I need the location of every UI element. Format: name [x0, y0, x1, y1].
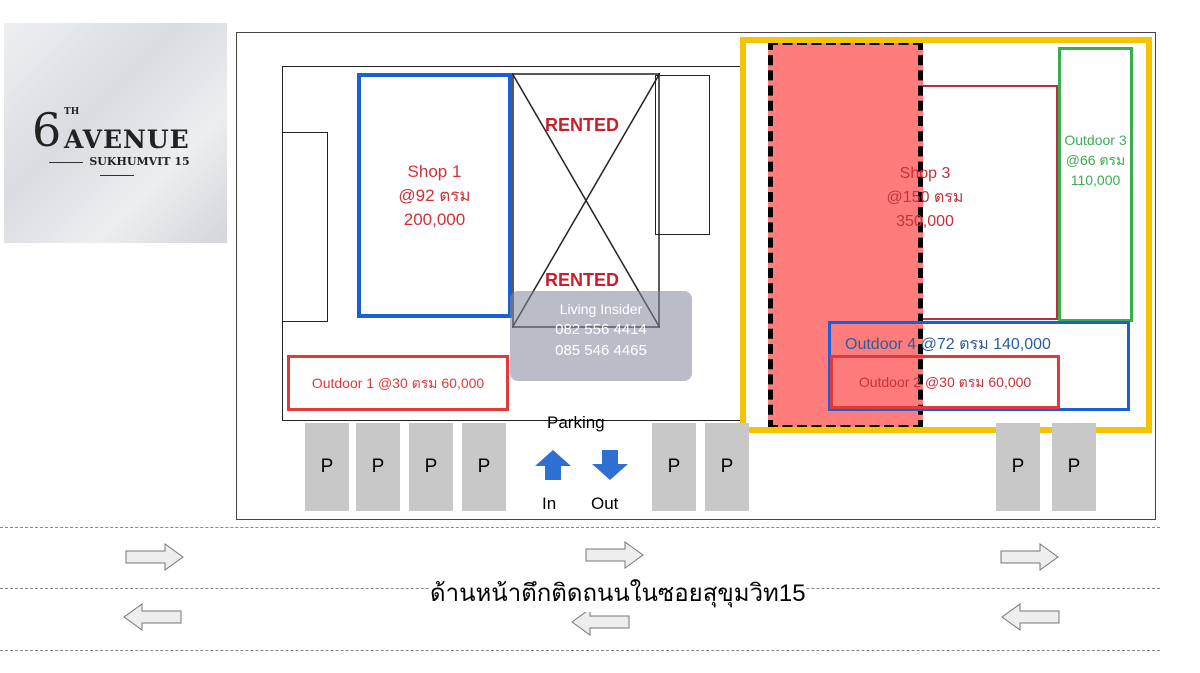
rented-label-bottom: RENTED	[545, 270, 620, 290]
traffic-arrow-right-icon	[1000, 543, 1059, 571]
parking-spot-label: P	[1067, 456, 1081, 477]
stair-block	[282, 132, 328, 322]
road-label: ด้านหน้าตึกติดถนนในซอยสุขุมวิท15	[430, 573, 806, 612]
outdoor-2-label: Outdoor 2 @30 ตรม 60,000	[858, 374, 1032, 390]
outdoor-4-label: Outdoor 4 @72 ตรม 140,000	[845, 336, 1051, 353]
parking-spot-label: P	[320, 456, 334, 477]
site-boundary	[236, 32, 1156, 520]
parking-spot-label: P	[667, 456, 681, 477]
traffic-arrow-right-icon	[125, 543, 184, 571]
outdoor-2[interactable]: Outdoor 2 @30 ตรม 60,000	[830, 355, 1060, 409]
shop-1-size: @92 ตรม	[398, 185, 471, 205]
traffic-arrow-left-icon	[571, 608, 630, 636]
watermark-brand: Living Insider	[559, 301, 643, 317]
parking-spot: P	[356, 423, 400, 511]
watermark-phone-1: 082 556 4414	[555, 321, 647, 338]
parking-spot: P	[305, 423, 349, 511]
shop-3-size: @150 ตรม	[886, 188, 964, 206]
logo-name: AVENUE	[64, 125, 190, 154]
shop-3[interactable]: Shop 3 @150 ตรม 350,000	[850, 160, 1000, 235]
shop-3-price: 350,000	[896, 212, 954, 230]
parking-in-label: In	[542, 494, 557, 513]
parking-spot-label: P	[371, 456, 385, 477]
shop-3-fill	[768, 40, 923, 430]
parking-spot: P	[996, 423, 1040, 511]
parking-spot: P	[652, 423, 696, 511]
shop-3-title: Shop 3	[899, 164, 951, 182]
parking-spot: P	[462, 423, 506, 511]
parking-out-label: Out	[591, 494, 619, 513]
road-line	[0, 650, 1160, 651]
parking-spot-label: P	[424, 456, 438, 477]
service-block	[655, 75, 710, 235]
shop-1-price: 200,000	[403, 209, 466, 229]
shop-1-title: Shop 1	[407, 161, 462, 181]
outdoor-4[interactable]: Outdoor 4 @72 ตรม 140,000	[828, 321, 1130, 411]
road-line	[0, 527, 1160, 528]
parking-title: Parking	[547, 413, 605, 432]
outdoor-3-title: Outdoor 3	[1064, 132, 1127, 148]
logo: 6 TH AVENUE SUKHUMVIT 15	[4, 23, 227, 243]
shop-3-east-wall	[923, 85, 1058, 320]
logo-subtitle-text: SUKHUMVIT 15	[89, 155, 190, 168]
outdoor-3[interactable]: Outdoor 3 @66 ตรม 110,000	[1058, 47, 1133, 322]
outdoor-1[interactable]: Outdoor 1 @30 ตรม 60,000	[287, 355, 509, 411]
traffic-arrow-left-icon	[1001, 603, 1060, 631]
available-zone-highlight	[740, 37, 1152, 433]
watermark: Living Insider 082 556 4414 085 546 4465	[510, 291, 692, 381]
arrow-down-out-icon	[592, 450, 628, 480]
traffic-arrow-left-icon	[123, 603, 182, 631]
arrow-up-in-icon	[535, 450, 571, 480]
parking-spot: P	[409, 423, 453, 511]
outdoor-3-price: 110,000	[1070, 172, 1121, 188]
watermark-phone-2: 085 546 4465	[555, 342, 647, 359]
parking-spot-label: P	[1011, 456, 1025, 477]
traffic-arrow-right-icon	[585, 541, 644, 569]
rented-label-top: RENTED	[545, 115, 620, 135]
parking-spot: P	[705, 423, 749, 511]
outdoor-3-size: @66 ตรม	[1065, 152, 1126, 168]
parking-spot-label: P	[477, 456, 491, 477]
logo-number: 6	[32, 103, 62, 157]
logo-subtitle: SUKHUMVIT 15	[24, 155, 209, 181]
parking-spot-label: P	[720, 456, 734, 477]
parking-spot: P	[1052, 423, 1096, 511]
logo-superscript: TH	[64, 107, 80, 117]
outdoor-1-label: Outdoor 1 @30 ตรม 60,000	[311, 375, 485, 391]
shop-1[interactable]: Shop 1 @92 ตรม 200,000	[357, 73, 512, 318]
